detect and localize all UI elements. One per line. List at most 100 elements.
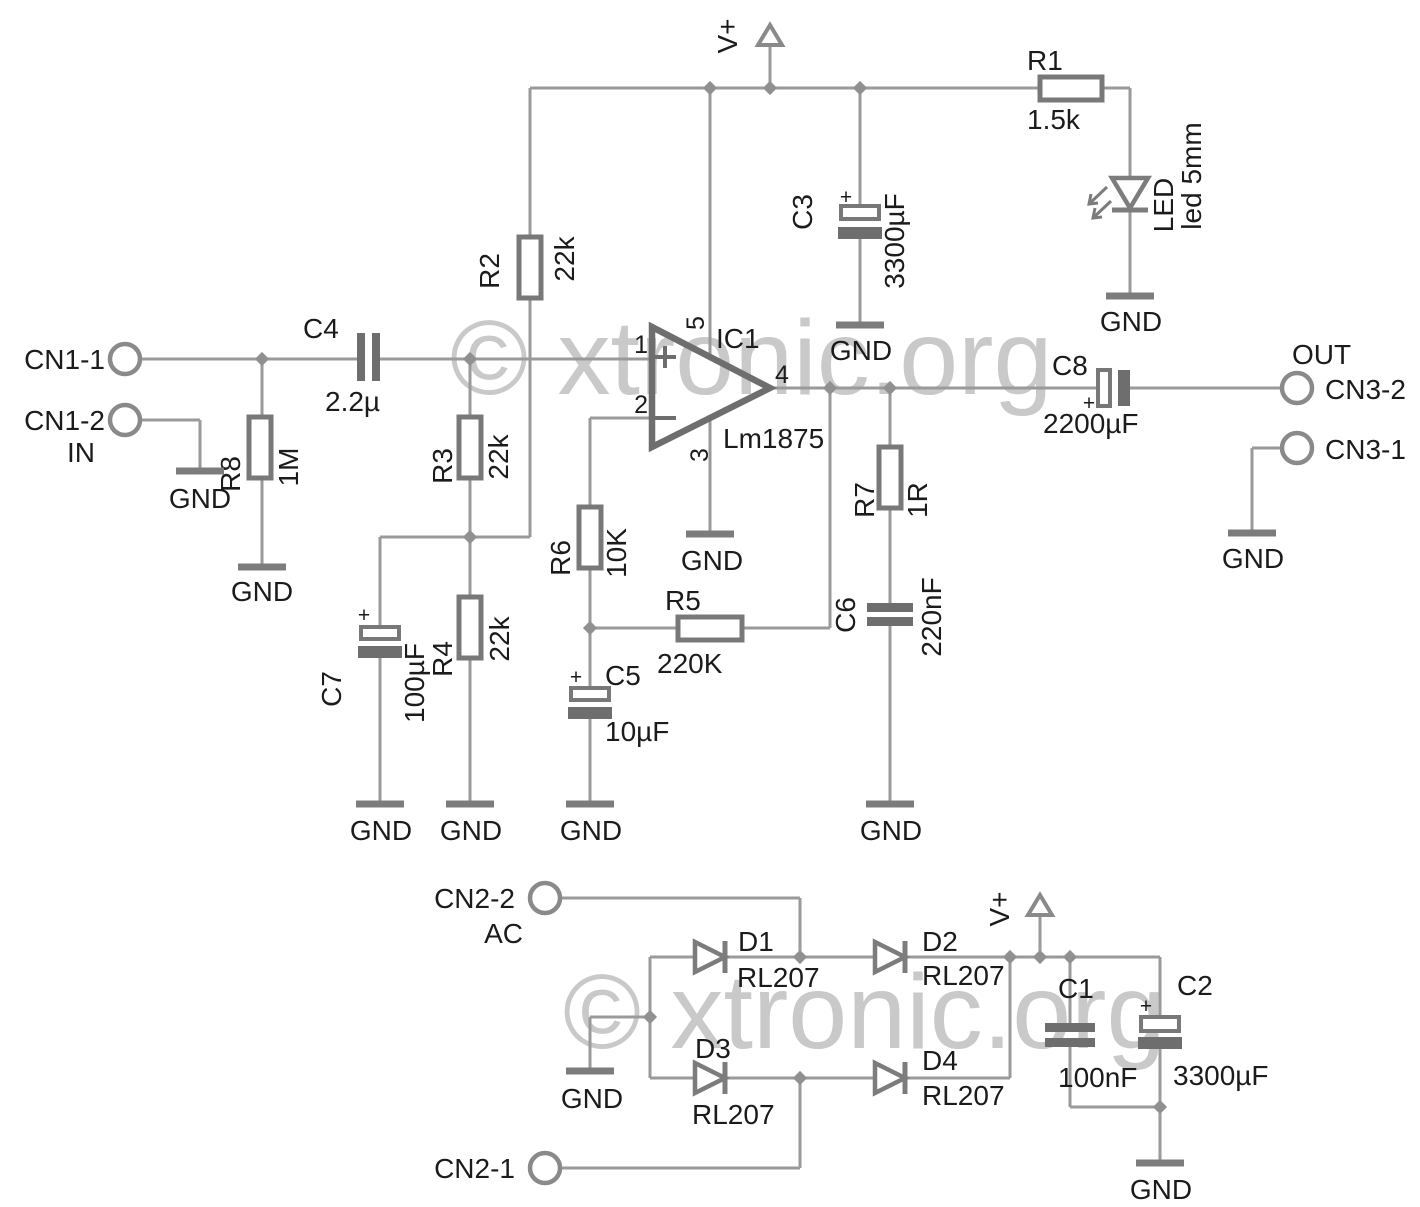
ref: R2 xyxy=(474,253,505,289)
resistor-R4: R4 22k xyxy=(427,594,515,677)
value: 220K xyxy=(657,648,723,679)
pin-5: 5 xyxy=(682,316,710,330)
value: 2200µF xyxy=(1043,408,1139,439)
pin-1: 1 xyxy=(634,331,648,359)
gnd-label: GND xyxy=(1222,543,1284,574)
ref: LED xyxy=(1148,178,1179,232)
wires xyxy=(140,45,1282,1170)
value: RL207 xyxy=(922,1080,1005,1111)
vplus-label: V+ xyxy=(712,18,743,53)
gnd-label: GND xyxy=(440,815,502,846)
resistor-R2: R2 22k xyxy=(474,234,580,301)
capacitor-C2: + C2 3300µF xyxy=(1138,970,1269,1091)
vplus-symbol: V+ xyxy=(712,18,786,54)
ref: C1 xyxy=(1058,973,1094,1004)
ground-symbol: GND xyxy=(860,800,922,846)
ground-symbol: GND xyxy=(1222,529,1284,574)
value: RL207 xyxy=(692,1099,775,1130)
ground-symbol: GND xyxy=(560,800,622,846)
opamp-IC1: IC1 Lm1875 1 2 4 5 3 xyxy=(634,316,824,462)
pin-2: 2 xyxy=(634,391,648,419)
label: CN2-1 xyxy=(434,1153,515,1184)
value: 100nF xyxy=(1058,1062,1137,1093)
ic-ref: IC1 xyxy=(716,323,760,354)
gnd-label: GND xyxy=(1130,1174,1192,1205)
in-label: IN xyxy=(67,437,95,468)
watermark: © xtronic.org © xtronic.org xyxy=(450,299,1165,1071)
ref: D1 xyxy=(738,926,774,957)
ref: C7 xyxy=(316,671,347,707)
ref: C5 xyxy=(605,660,641,691)
diode-D3: D3 RL207 xyxy=(692,1033,775,1130)
led-emission-arrows-icon xyxy=(1087,185,1113,220)
gnd-label: GND xyxy=(169,483,231,514)
label: CN1-2 xyxy=(24,405,105,436)
value: RL207 xyxy=(737,962,820,993)
resistor-R6: R6 10K xyxy=(545,504,632,578)
ground-symbol: GND xyxy=(561,1067,623,1114)
polarity-plus: + xyxy=(1083,392,1095,415)
polarity-plus: + xyxy=(570,666,582,689)
resistor-R8: R8 1M xyxy=(215,414,304,492)
ref: D4 xyxy=(922,1045,958,1076)
gnd-label: GND xyxy=(350,815,412,846)
vplus-symbol: V+ xyxy=(984,891,1056,927)
ref: C8 xyxy=(1052,350,1088,381)
value: 22k xyxy=(483,433,514,479)
ref: C4 xyxy=(303,313,339,344)
ground-symbol: GND xyxy=(169,467,231,514)
capacitor-C6: C6 220nF xyxy=(830,577,947,656)
gnd-label: GND xyxy=(681,545,743,576)
ac-label: AC xyxy=(484,918,523,949)
gnd-label: GND xyxy=(561,1083,623,1114)
value: 22k xyxy=(484,615,515,661)
vplus-label: V+ xyxy=(984,891,1015,926)
value: 1M xyxy=(273,448,304,487)
diode-D2: D2 RL207 xyxy=(872,926,1005,991)
ref: R5 xyxy=(665,585,701,616)
connector-CN2-1: CN2-1 xyxy=(434,1150,563,1186)
value: 220nF xyxy=(916,577,947,656)
ref: R7 xyxy=(849,482,880,518)
value: 3300µF xyxy=(879,193,910,289)
resistor-R1: R1 1.5k xyxy=(1027,45,1105,135)
value: 10µF xyxy=(605,716,669,747)
ground-symbol: GND xyxy=(440,800,502,846)
diode-D4: D4 RL207 xyxy=(872,1045,1005,1111)
diode-D1: D1 RL207 xyxy=(692,926,820,993)
polarity-plus: + xyxy=(1140,995,1152,1018)
label: CN3-2 xyxy=(1325,374,1406,405)
resistor-R3: R3 22k xyxy=(427,414,514,484)
pin-4: 4 xyxy=(775,361,789,389)
ic-part: Lm1875 xyxy=(723,423,824,454)
value: 100µF xyxy=(399,643,430,723)
out-label: OUT xyxy=(1292,339,1351,370)
junction-dots xyxy=(254,80,1168,1115)
connector-CN1-1: CN1-1 xyxy=(24,341,143,377)
polarity-plus: + xyxy=(840,186,852,209)
gnd-label: GND xyxy=(231,576,293,607)
pin-3: 3 xyxy=(686,448,714,462)
capacitor-C8: + C8 2200µF xyxy=(1043,350,1139,439)
connector-CN2-2: CN2-2 AC xyxy=(434,880,563,949)
connector-CN3-1: CN3-1 xyxy=(1279,430,1406,466)
gnd-label: GND xyxy=(860,815,922,846)
ref: C3 xyxy=(787,194,818,230)
ground-symbol: GND xyxy=(1130,1159,1192,1205)
connector-CN3-2: OUT CN3-2 xyxy=(1279,339,1406,406)
resistor-R5: R5 220K xyxy=(657,585,745,679)
gnd-label: GND xyxy=(830,335,892,366)
capacitor-C7: + C7 100µF xyxy=(316,604,430,723)
ground-symbol: GND xyxy=(830,321,892,366)
watermark-text: © xtronic.org xyxy=(563,953,1165,1071)
ref: R6 xyxy=(545,540,576,576)
gnd-label: GND xyxy=(1100,306,1162,337)
ref: C6 xyxy=(830,597,861,633)
ground-symbol: GND xyxy=(1100,292,1162,337)
connector-CN1-2: CN1-2 IN xyxy=(24,402,143,468)
capacitor-C3: + C3 3300µF xyxy=(787,186,910,289)
label: CN3-1 xyxy=(1325,434,1406,465)
value: 1.5k xyxy=(1027,104,1081,135)
polarity-plus: + xyxy=(358,604,370,627)
